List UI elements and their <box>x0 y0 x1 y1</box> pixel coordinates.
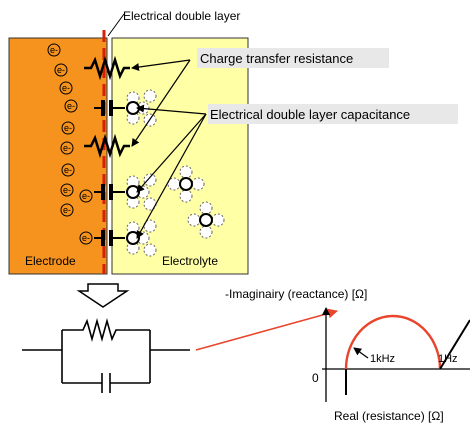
freq-high-label: 1kHz <box>370 353 395 365</box>
y-axis-label: -Imaginairy (reactance) [Ω] <box>225 287 367 301</box>
origin-label: 0 <box>312 371 319 385</box>
svg-text:e-: e- <box>57 65 65 75</box>
dl-capacitance-label: Electrical double layer capacitance <box>210 107 410 122</box>
svg-text:e-: e- <box>63 185 71 195</box>
resistor-icon <box>84 55 130 81</box>
double-layer-pointer <box>107 13 125 37</box>
freq-high-pointer <box>353 347 369 359</box>
capacitor-icon <box>94 230 125 246</box>
electrode-label: Electrode <box>25 254 76 268</box>
charge-transfer-label-box <box>197 48 389 68</box>
electron-icon: e- <box>60 203 74 217</box>
svg-text:e-: e- <box>82 233 90 243</box>
electron-icon: e- <box>61 163 75 177</box>
equivalent-circuit <box>22 318 190 393</box>
svg-text:e-: e- <box>63 143 71 153</box>
svg-text:e-: e- <box>50 45 58 55</box>
electron-icon: e- <box>60 183 74 197</box>
circuit-to-plot-arrow <box>195 308 338 351</box>
svg-text:e-: e- <box>63 205 71 215</box>
ion-center <box>199 213 213 227</box>
resistor-icon <box>84 133 130 159</box>
double-layer-label: Electrical double layer <box>123 9 240 23</box>
charge-transfer-label: Charge transfer resistance <box>200 51 353 66</box>
electron-icon: e- <box>64 99 78 113</box>
electrolyte-label: Electrolyte <box>162 254 218 268</box>
hollow-down-arrow-icon <box>76 283 130 308</box>
capacitor-icon <box>62 373 150 393</box>
impedance-arc <box>344 314 442 370</box>
svg-text:e-: e- <box>64 123 72 133</box>
capacitor-icon <box>94 184 125 200</box>
dl-capacitance-label-box <box>208 104 458 124</box>
electron-icon: e- <box>47 43 61 57</box>
electron-group: e- e- e- e- e- e- e- e- e- e- e- <box>47 43 93 245</box>
electron-icon: e- <box>60 141 74 155</box>
label-pointers <box>131 59 207 239</box>
electron-icon: e- <box>61 121 75 135</box>
resistor-icon <box>62 318 150 342</box>
diffusion-tail <box>439 319 470 370</box>
freq-low-label: 1Hz <box>438 353 458 365</box>
electron-icon: e- <box>79 189 93 203</box>
ion-cluster-icon <box>126 89 157 127</box>
svg-text:e-: e- <box>82 191 90 201</box>
x-axis-label: Real (resistance) [Ω] <box>334 409 444 423</box>
svg-text:e-: e- <box>67 101 75 111</box>
electron-icon: e- <box>79 231 93 245</box>
svg-text:e-: e- <box>62 83 70 93</box>
ion-cluster-icon <box>167 165 205 203</box>
svg-text:e-: e- <box>64 165 72 175</box>
ion-cluster-icon <box>187 201 225 239</box>
electron-icon: e- <box>59 81 73 95</box>
ion-center <box>179 177 193 191</box>
electron-icon: e- <box>54 63 68 77</box>
capacitor-icon <box>94 100 125 116</box>
